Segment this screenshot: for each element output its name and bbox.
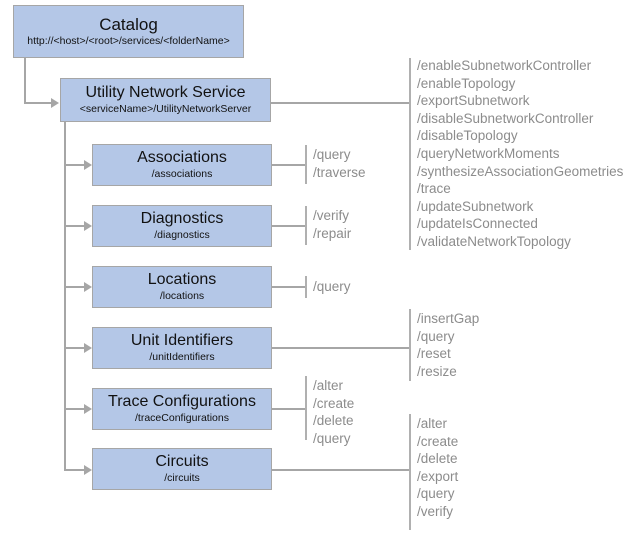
node-diagnostics-title: Diagnostics	[140, 210, 224, 227]
operation-item: /synthesizeAssociationGeometries	[417, 163, 624, 179]
operations-list-diagnostics: /verify/repair	[313, 207, 351, 242]
arrow-to-associations	[84, 160, 92, 170]
operation-item: /query	[417, 328, 455, 344]
operation-item: /traverse	[313, 164, 366, 180]
node-associations-path: /associations	[151, 168, 213, 180]
operations-bar-unit-identifiers	[409, 309, 411, 381]
operations-bar-associations	[305, 145, 307, 184]
node-unit-identifiers-path: /unitIdentifiers	[149, 351, 215, 363]
operations-bar-circuits	[409, 414, 411, 530]
operations-bar-uns	[409, 58, 411, 250]
operation-item: /updateSubnetwork	[417, 198, 534, 214]
operation-item: /validateNetworkTopology	[417, 233, 571, 249]
operations-list-unit-identifiers: /insertGap/query/reset/resize	[417, 310, 479, 380]
arrow-to-trace-configurations	[84, 404, 92, 414]
operations-bar-trace-configurations	[305, 376, 307, 440]
operation-item: /resize	[417, 363, 457, 379]
operations-list-utility-network-service: /enableSubnetworkController/enableTopolo…	[417, 57, 623, 251]
operations-list-associations: /query/traverse	[313, 146, 366, 181]
connector-spine-to-circuits	[64, 469, 85, 471]
connector-catalog-spine	[24, 58, 26, 104]
operation-item: /reset	[417, 346, 451, 362]
operation-item: /updateIsConnected	[417, 216, 538, 232]
node-utility-network-service-path: <serviceName>/UtilityNetworkServer	[79, 103, 252, 115]
operations-list-locations: /query	[313, 278, 351, 296]
node-utility-network-service-title: Utility Network Service	[85, 84, 246, 101]
operation-item: /delete	[417, 451, 458, 467]
operation-item: /insertGap	[417, 311, 480, 326]
node-locations-title: Locations	[147, 271, 217, 288]
connector-circuits-to-operations	[271, 469, 410, 471]
connector-catalog-to-uns	[24, 102, 52, 104]
operation-item: /trace	[417, 181, 451, 197]
node-catalog[interactable]: Catalog http://<host>/<root>/services/<f…	[13, 5, 244, 58]
operation-item: /export	[417, 468, 459, 484]
operation-item: /delete	[313, 413, 354, 429]
node-circuits-path: /circuits	[164, 472, 200, 484]
operation-item: /repair	[313, 225, 352, 241]
operation-item: /alter	[417, 416, 448, 431]
node-diagnostics[interactable]: Diagnostics /diagnostics	[92, 205, 272, 247]
operation-item: /disableSubnetworkController	[417, 110, 594, 126]
connector-trace-configurations-to-operations	[271, 408, 306, 410]
connector-unit-identifiers-to-operations	[271, 347, 410, 349]
node-utility-network-service[interactable]: Utility Network Service <serviceName>/Ut…	[60, 78, 271, 122]
arrow-to-circuits	[84, 465, 92, 475]
operation-item: /exportSubnetwork	[417, 93, 530, 109]
connector-spine-to-associations	[64, 164, 85, 166]
node-trace-configurations[interactable]: Trace Configurations /traceConfiguration…	[92, 388, 272, 430]
operation-item: /alter	[313, 378, 344, 393]
node-locations[interactable]: Locations /locations	[92, 266, 272, 308]
operation-item: /create	[417, 433, 459, 449]
connector-spine-to-trace-configurations	[64, 408, 85, 410]
node-unit-identifiers-title: Unit Identifiers	[130, 332, 234, 349]
node-catalog-title: Catalog	[99, 14, 158, 34]
arrow-to-locations	[84, 282, 92, 292]
connector-locations-to-operations	[271, 286, 306, 288]
node-diagnostics-path: /diagnostics	[154, 229, 210, 241]
operation-item: /create	[313, 395, 355, 411]
node-locations-path: /locations	[159, 290, 205, 302]
operation-item: /verify	[417, 503, 454, 519]
operations-bar-diagnostics	[305, 206, 307, 245]
operation-item: /query	[313, 279, 351, 294]
arrow-catalog-to-uns	[51, 98, 59, 108]
operation-item: /query	[417, 486, 455, 502]
arrow-to-unit-identifiers	[84, 343, 92, 353]
node-circuits-title: Circuits	[155, 453, 209, 470]
connector-uns-spine	[64, 122, 66, 470]
node-associations-title: Associations	[137, 149, 227, 166]
operation-item: /query	[313, 147, 351, 162]
connector-spine-to-locations	[64, 286, 85, 288]
connector-diagnostics-to-operations	[271, 225, 306, 227]
node-trace-configurations-title: Trace Configurations	[108, 393, 256, 410]
node-associations[interactable]: Associations /associations	[92, 144, 272, 186]
connector-spine-to-diagnostics	[64, 225, 85, 227]
operation-item: /disableTopology	[417, 128, 518, 144]
operations-bar-locations	[305, 276, 307, 298]
operation-item: /queryNetworkMoments	[417, 145, 560, 161]
connector-uns-to-operations	[271, 102, 410, 104]
operation-item: /enableTopology	[417, 75, 516, 91]
node-unit-identifiers[interactable]: Unit Identifiers /unitIdentifiers	[92, 327, 272, 369]
connector-associations-to-operations	[271, 164, 306, 166]
node-trace-configurations-path: /traceConfigurations	[135, 412, 229, 424]
operations-list-trace-configurations: /alter/create/delete/query	[313, 377, 354, 447]
connector-spine-to-unit-identifiers	[64, 347, 85, 349]
node-circuits[interactable]: Circuits /circuits	[92, 448, 272, 490]
operation-item: /query	[313, 430, 351, 446]
arrow-to-diagnostics	[84, 221, 92, 231]
operations-list-circuits: /alter/create/delete/export/query/verify	[417, 415, 458, 521]
operation-item: /enableSubnetworkController	[417, 58, 592, 73]
operation-item: /verify	[313, 208, 350, 223]
node-catalog-path: http://<host>/<root>/services/<folderNam…	[27, 34, 230, 47]
